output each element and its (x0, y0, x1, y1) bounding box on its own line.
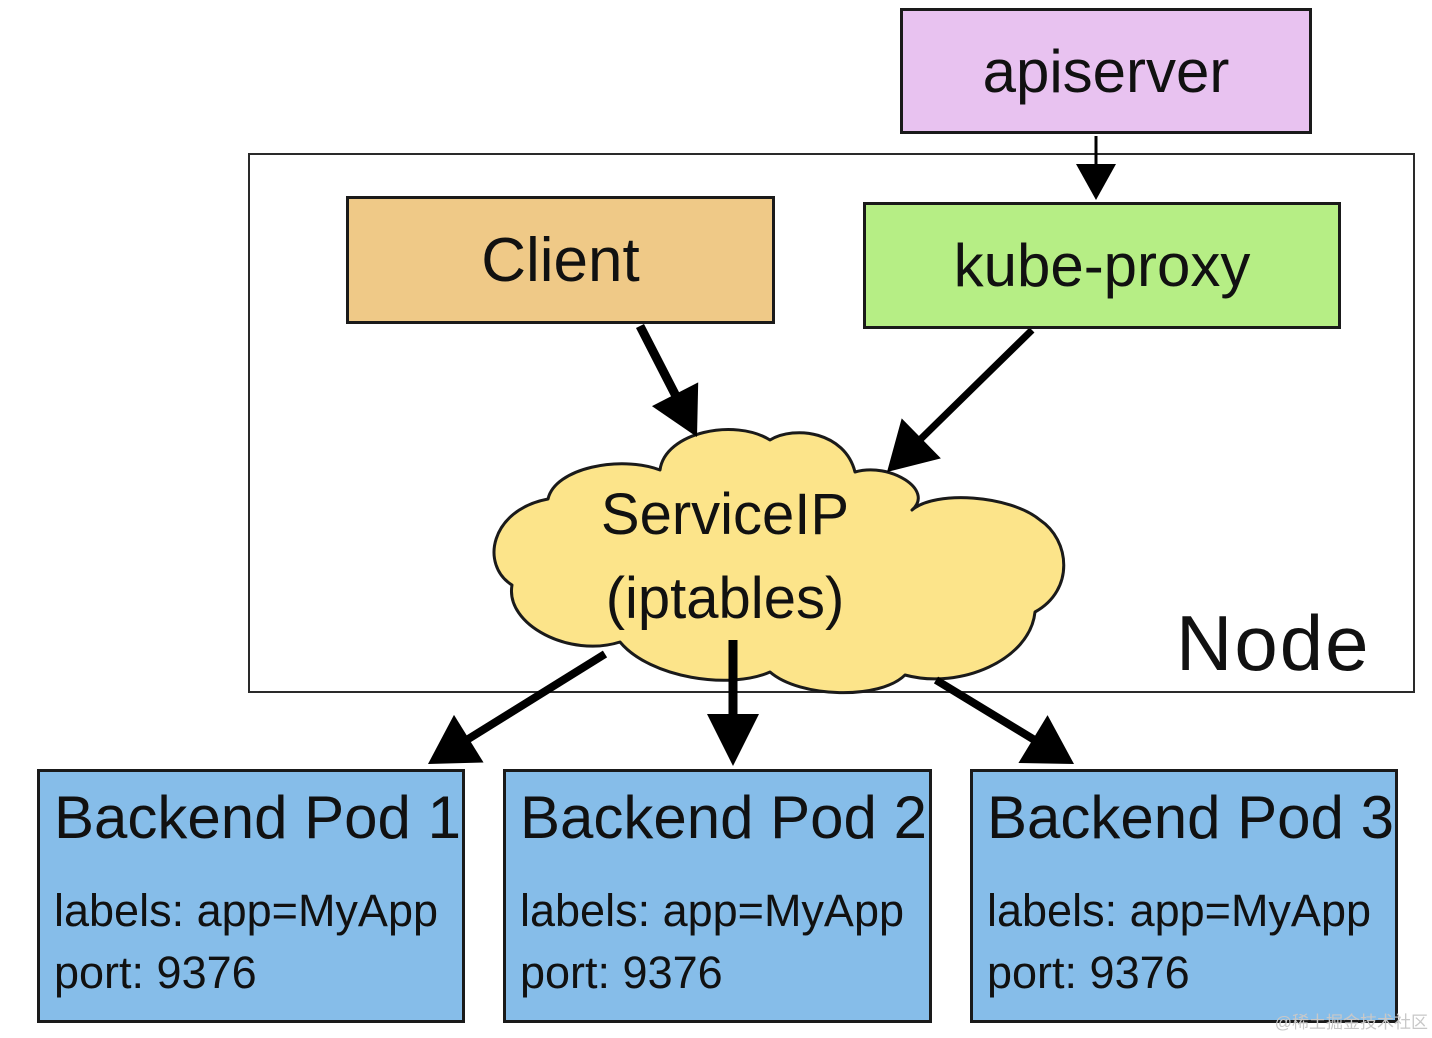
node-label: Node (1176, 598, 1371, 687)
arrow-service-ip-to-pod-2-head (707, 714, 759, 766)
backend-pod-2-box: Backend Pod 2 labels: app=MyApp port: 93… (503, 769, 932, 1023)
service-ip-label: ServiceIP (600, 482, 850, 547)
arrow-service-ip-to-pod-3-head (1018, 715, 1074, 764)
backend-pod-2-labels: labels: app=MyApp (520, 885, 904, 936)
backend-pod-1-title: Backend Pod 1 (54, 784, 461, 851)
arrow-client-to-service-ip-line (635, 323, 680, 399)
backend-pod-3-labels: labels: app=MyApp (987, 885, 1371, 936)
backend-pod-2-title: Backend Pod 2 (520, 784, 927, 851)
watermark: @稀土掘金技术社区 (1274, 1013, 1428, 1032)
backend-pod-1-labels: labels: app=MyApp (54, 885, 438, 936)
arrow-apiserver-to-kube-proxy-head (1076, 164, 1116, 200)
arrow-kube-proxy-to-service-ip-line (917, 327, 1035, 443)
service-ip-sublabel: (iptables) (605, 566, 845, 631)
edges-group (428, 136, 1116, 766)
arrow-kube-proxy-to-service-ip-head (887, 418, 941, 472)
arrow-service-ip-to-pod-3-line (933, 676, 1037, 744)
backend-pod-2-port: port: 9376 (520, 947, 723, 998)
client-label: Client (481, 225, 640, 295)
service-ip-text: ServiceIP (iptables) (560, 472, 890, 642)
arrow-service-ip-to-pod-1-line (464, 650, 608, 744)
backend-pod-1-port: port: 9376 (54, 947, 257, 998)
kube-proxy-box: kube-proxy (863, 202, 1341, 329)
backend-pod-3-box: Backend Pod 3 labels: app=MyApp port: 93… (970, 769, 1398, 1023)
backend-pod-3-title: Backend Pod 3 (987, 784, 1394, 851)
client-box: Client (346, 196, 775, 324)
arrow-client-to-service-ip-head (651, 382, 699, 437)
apiserver-label: apiserver (982, 37, 1230, 105)
kube-proxy-label: kube-proxy (953, 232, 1251, 299)
backend-pod-1-box: Backend Pod 1 labels: app=MyApp port: 93… (37, 769, 465, 1023)
backend-pod-3-port: port: 9376 (987, 947, 1190, 998)
apiserver-box: apiserver (900, 8, 1312, 134)
arrow-service-ip-to-pod-1-head (428, 714, 484, 764)
service-ip-cloud (492, 428, 1066, 695)
